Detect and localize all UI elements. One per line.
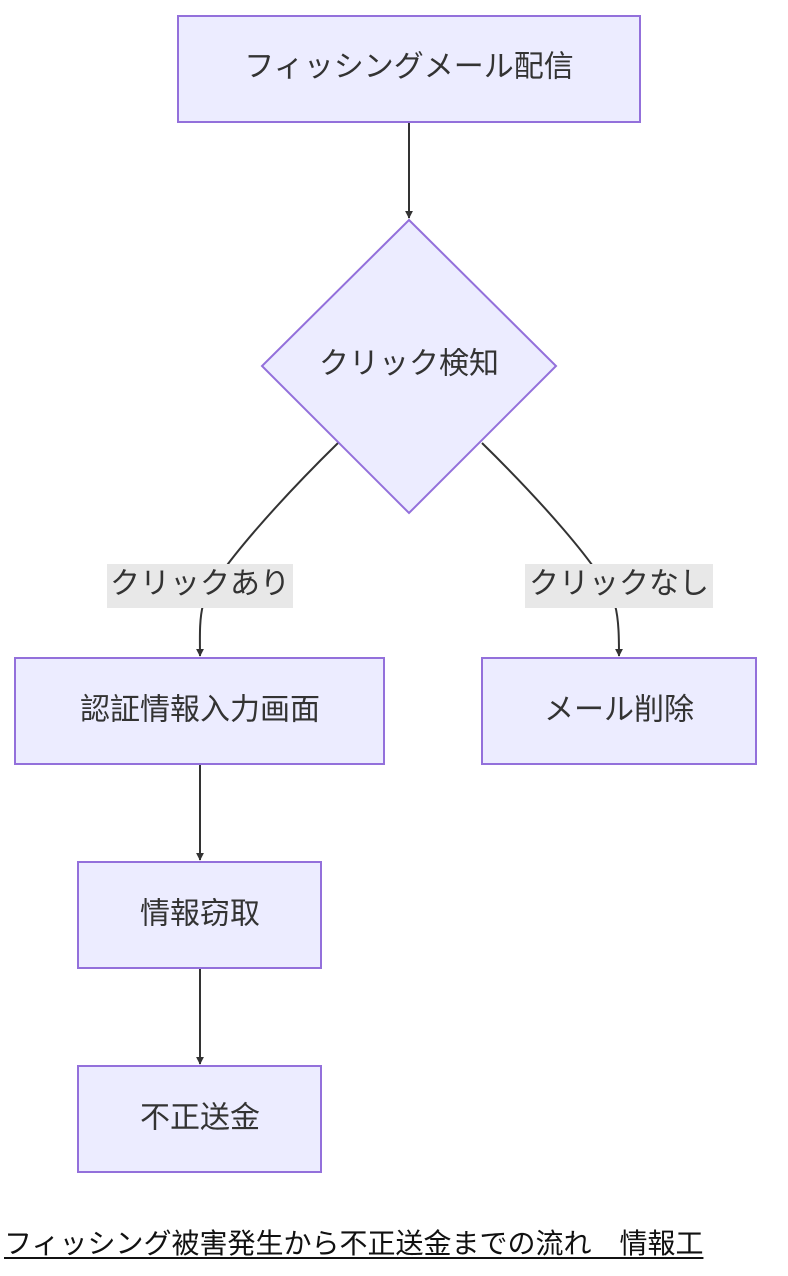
edge-label-click-yes: クリックあり — [107, 564, 293, 608]
node-fraud-transfer: 不正送金 — [77, 1065, 322, 1173]
figure-caption: フィッシング被害発生から不正送金までの流れ 情報工 — [4, 1227, 704, 1260]
node-info-theft-label: 情報窃取 — [140, 897, 260, 932]
node-info-theft: 情報窃取 — [77, 861, 322, 969]
edge-decision-to-auth — [195, 442, 339, 657]
node-click-detection-label: クリック検知 — [319, 347, 499, 382]
flowchart: クリックあり クリックなし フィッシングメール配信 クリック検知 認証情報入力画… — [14, 15, 757, 1173]
node-phishing-mail: フィッシングメール配信 — [177, 15, 641, 123]
edge-decision-to-delete — [481, 442, 623, 657]
edge-label-click-no: クリックなし — [525, 564, 713, 608]
node-phishing-mail-label: フィッシングメール配信 — [244, 50, 573, 85]
node-mail-delete-label: メール削除 — [544, 693, 694, 728]
node-fraud-transfer-label: 不正送金 — [140, 1101, 260, 1136]
node-click-detection: クリック検知 — [260, 218, 558, 515]
edge-label-click-yes-text: クリックあり — [110, 567, 290, 602]
edge-label-click-no-text: クリックなし — [529, 567, 709, 602]
node-auth-input-screen: 認証情報入力画面 — [14, 657, 385, 765]
node-auth-input-screen-label: 認証情報入力画面 — [80, 693, 320, 728]
node-mail-delete: メール削除 — [481, 657, 757, 765]
